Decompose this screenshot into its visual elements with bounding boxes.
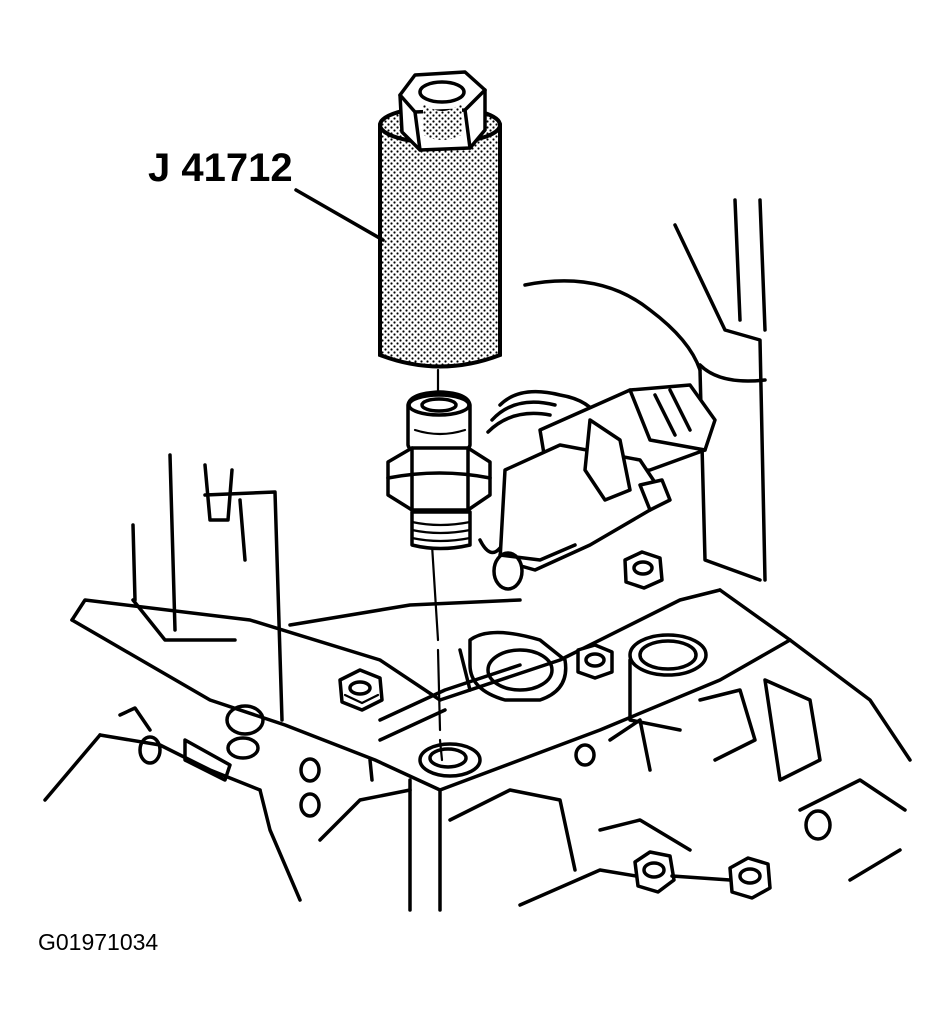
figure-id: G01971034 <box>38 929 159 955</box>
pressure-sensor-icon <box>386 390 492 551</box>
deep-socket-icon <box>378 70 502 369</box>
harness-connector <box>478 383 717 591</box>
tool-label: J 41712 <box>148 146 293 190</box>
label-leader-line <box>294 188 385 242</box>
